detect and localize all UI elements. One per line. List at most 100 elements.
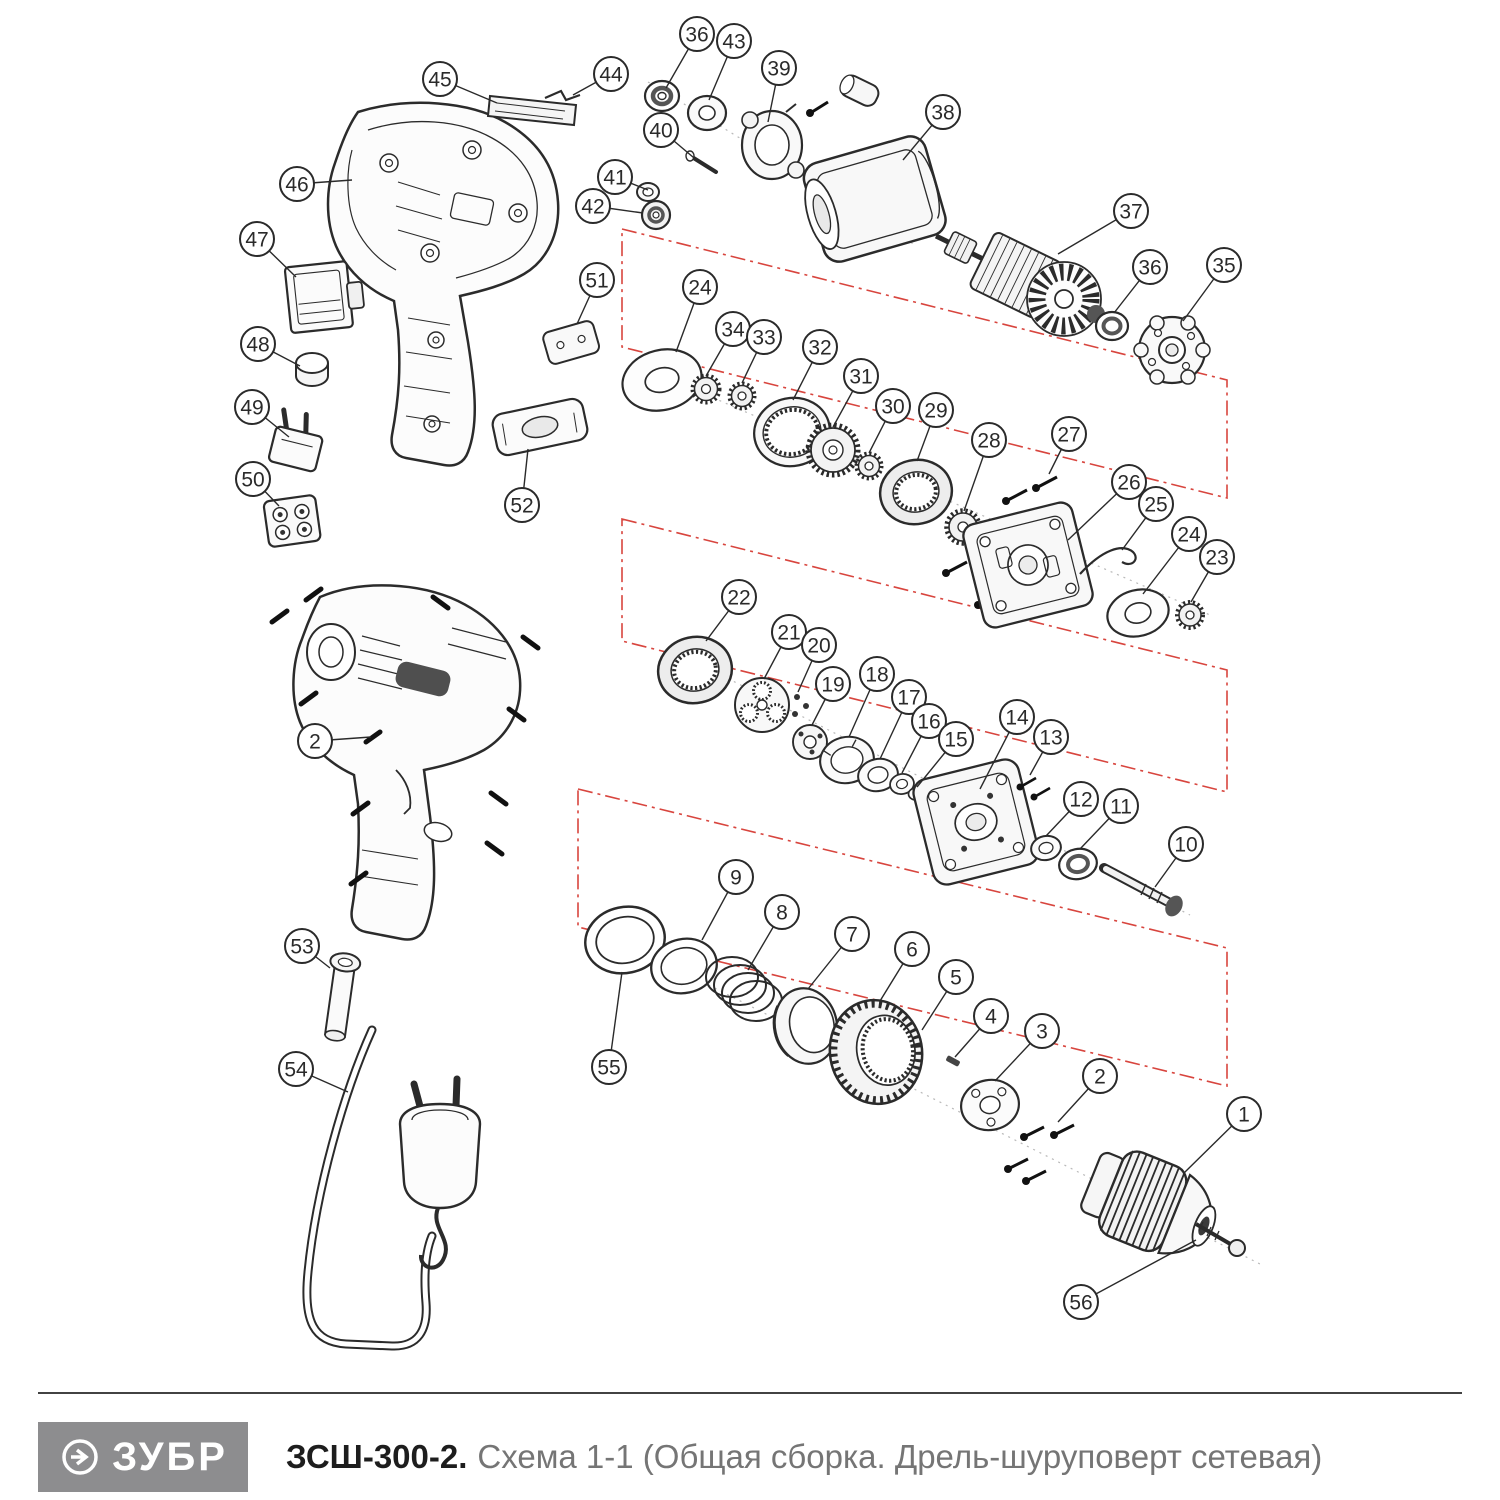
callout-51: 51 bbox=[576, 262, 615, 325]
callout-number: 1 bbox=[1238, 1104, 1250, 1127]
part-22-ring-gear bbox=[656, 635, 734, 705]
callout-number: 41 bbox=[603, 167, 626, 190]
callout-41: 41 bbox=[597, 159, 649, 195]
part-7-clutch-ring bbox=[772, 987, 839, 1065]
callout-28: 28 bbox=[963, 422, 1007, 512]
callout-25: 25 bbox=[1121, 486, 1174, 551]
part-55-washer bbox=[584, 905, 666, 975]
callout-32: 32 bbox=[792, 329, 838, 401]
part-9-washer bbox=[650, 937, 718, 995]
callout-24: 24 bbox=[675, 269, 718, 353]
callout-number: 44 bbox=[599, 64, 623, 87]
callout-number: 11 bbox=[1110, 796, 1132, 819]
callout-27: 27 bbox=[1048, 416, 1087, 475]
callout-number: 29 bbox=[924, 400, 947, 423]
part-32-ring-gear bbox=[753, 396, 831, 468]
callout-55: 55 bbox=[591, 971, 627, 1085]
assembly-boundary-lines bbox=[577, 227, 1228, 1088]
schema-caption: ЗСШ-300-2.Схема 1-1 (Общая сборка. Дрель… bbox=[286, 1438, 1322, 1476]
part-4-pin bbox=[946, 1055, 960, 1067]
callout-37: 37 bbox=[1057, 193, 1149, 255]
part-46-rear-housing bbox=[326, 101, 560, 467]
callout-number: 33 bbox=[752, 327, 775, 350]
callout-number: 32 bbox=[808, 337, 831, 360]
callout-number: 24 bbox=[1177, 524, 1201, 547]
callout-number: 38 bbox=[931, 102, 954, 125]
callout-number: 19 bbox=[821, 674, 844, 697]
part-36-bearing-2 bbox=[1094, 310, 1130, 342]
part-24-washer-a bbox=[621, 348, 703, 412]
callout-number: 16 bbox=[917, 711, 940, 734]
part-25-wire-clip bbox=[1079, 547, 1137, 575]
part-53-pin bbox=[323, 952, 362, 1042]
callout-23: 23 bbox=[1190, 539, 1235, 603]
part-35-bearing-plate bbox=[1133, 315, 1211, 385]
part-30-gear bbox=[854, 451, 884, 481]
part-39-gear-bracket bbox=[740, 103, 805, 181]
callout-number: 36 bbox=[685, 24, 708, 47]
callout-number: 47 bbox=[245, 229, 268, 252]
callout-8: 8 bbox=[747, 894, 800, 971]
callout-number: 56 bbox=[1069, 1292, 1092, 1315]
zubr-logo-icon bbox=[62, 1439, 98, 1475]
callout-38: 38 bbox=[902, 94, 961, 161]
part-33-gear bbox=[727, 381, 757, 411]
callout-number: 50 bbox=[241, 469, 264, 492]
part-2-screws bbox=[1004, 1123, 1075, 1185]
callout-30: 30 bbox=[868, 388, 911, 454]
callout-number: 34 bbox=[721, 319, 745, 342]
callout-number: 12 bbox=[1069, 789, 1092, 812]
footer: ЗУБР ЗСШ-300-2.Схема 1-1 (Общая сборка. … bbox=[38, 1422, 1322, 1492]
callout-number: 45 bbox=[428, 69, 451, 92]
callout-36: 36 bbox=[665, 16, 715, 89]
callout-number: 51 bbox=[585, 270, 608, 293]
callout-21: 21 bbox=[763, 614, 807, 680]
part-24-washer-b bbox=[1106, 588, 1170, 638]
callout-number: 49 bbox=[240, 397, 263, 420]
callout-22: 22 bbox=[705, 579, 757, 642]
callout-number: 55 bbox=[597, 1057, 620, 1080]
callout-31: 31 bbox=[832, 358, 879, 428]
callout-36: 36 bbox=[1113, 249, 1168, 314]
power-cord-plug bbox=[398, 1075, 482, 1270]
callout-number: 35 bbox=[1212, 255, 1235, 278]
callout-42: 42 bbox=[575, 188, 644, 224]
schema-title: Схема 1-1 (Общая сборка. Дрель-шуруповер… bbox=[477, 1438, 1323, 1475]
small-cylinder-top bbox=[839, 74, 880, 107]
callout-3: 3 bbox=[994, 1013, 1060, 1082]
callout-10: 10 bbox=[1154, 826, 1204, 888]
callout-number: 52 bbox=[510, 495, 533, 518]
callout-20: 20 bbox=[797, 627, 837, 693]
callout-39: 39 bbox=[761, 50, 797, 123]
callout-6: 6 bbox=[879, 931, 930, 1002]
part-37-armature bbox=[934, 231, 1105, 337]
part-14-gearbox-case bbox=[912, 758, 1040, 886]
zubr-logo: ЗУБР bbox=[38, 1422, 248, 1492]
callout-number: 42 bbox=[581, 196, 604, 219]
callout-14: 14 bbox=[979, 699, 1035, 790]
callout-18: 18 bbox=[848, 656, 895, 738]
callout-number: 4 bbox=[985, 1006, 997, 1029]
callout-44: 44 bbox=[572, 56, 629, 96]
part-17-washer bbox=[857, 757, 899, 793]
callout-number: 18 bbox=[865, 664, 888, 687]
part-38-stator bbox=[802, 135, 947, 263]
callout-53: 53 bbox=[284, 928, 331, 969]
callout-24: 24 bbox=[1142, 516, 1207, 595]
callout-52: 52 bbox=[504, 448, 540, 523]
callout-number: 23 bbox=[1205, 547, 1228, 570]
callout-49: 49 bbox=[234, 389, 290, 438]
callout-number: 6 bbox=[906, 939, 918, 962]
callout-56: 56 bbox=[1063, 1239, 1197, 1320]
callout-number: 14 bbox=[1005, 707, 1029, 730]
callout-number: 10 bbox=[1174, 834, 1197, 857]
callout-number: 15 bbox=[944, 729, 967, 752]
callout-17: 17 bbox=[879, 679, 927, 760]
callout-2: 2 bbox=[297, 723, 372, 759]
part-20-pins bbox=[792, 694, 809, 717]
callout-48: 48 bbox=[240, 326, 301, 367]
callout-number: 54 bbox=[284, 1059, 308, 1082]
part-36-bearing bbox=[643, 79, 681, 113]
